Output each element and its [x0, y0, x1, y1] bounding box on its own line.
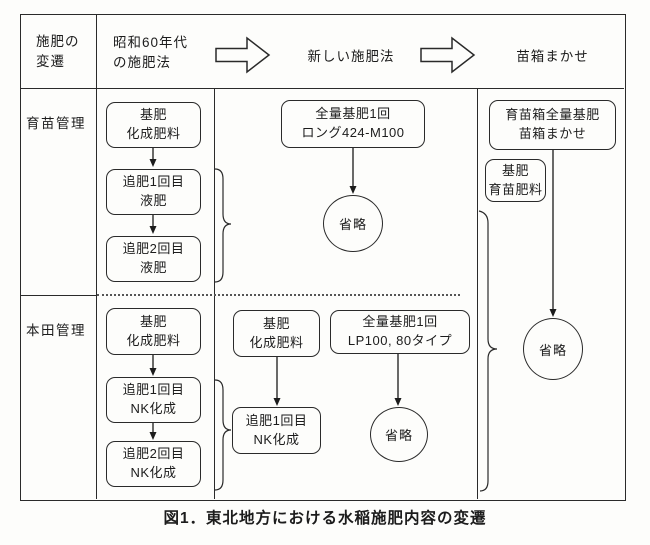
node-naebako-omitted-circle: 省略 [523, 318, 583, 380]
divider-label-column [96, 14, 97, 499]
node-line: 基肥 [139, 313, 167, 329]
divider-row-solid [20, 295, 96, 296]
node-seedling-new-all-base: 全量基肥1回 ロング424-M100 [281, 100, 425, 148]
header-stage-old-line1: 昭和60年代 [113, 35, 189, 50]
node-line: NK化成 [130, 465, 177, 480]
node-line: 追肥1回目 [122, 174, 185, 190]
figure-caption: 図1．東北地方における水稲施肥内容の変遷 [163, 510, 487, 527]
node-seedling-new-omitted-circle: 省略 [323, 195, 383, 252]
header-stage-new: 新しい施肥法 [307, 49, 395, 64]
header-stage-old-line2: の施肥法 [113, 54, 171, 70]
node-seedling-old-topdress1: 追肥1回目 液肥 [106, 169, 201, 215]
node-line: 追肥2回目 [122, 241, 185, 257]
node-naebako-base-fertilizer: 基肥 育苗肥料 [485, 159, 546, 202]
header-stage-old: 昭和60年代 の施肥法 [113, 33, 188, 72]
node-line: 全量基肥1回 [315, 106, 391, 122]
node-line: 追肥1回目 [122, 382, 185, 398]
node-paddy-old-topdress2: 追肥2回目 NK化成 [106, 441, 201, 487]
node-paddy-new-base-fertilizer: 基肥 化成肥料 [233, 310, 320, 357]
node-line: 追肥1回目 [245, 412, 308, 428]
divider-col-old-new [214, 88, 215, 499]
node-line: NK化成 [130, 401, 177, 416]
node-line: 基肥 [139, 107, 167, 123]
node-paddy-new-topdress1: 追肥1回目 NK化成 [232, 407, 321, 454]
node-line: ロング424-M100 [301, 125, 405, 140]
node-line: 追肥2回目 [122, 446, 185, 462]
node-seedling-old-topdress2: 追肥2回目 液肥 [106, 236, 201, 282]
node-line: 化成肥料 [249, 334, 304, 350]
node-line: 基肥 [501, 162, 529, 178]
node-line: 液肥 [139, 193, 167, 208]
header-stage-naebako: 苗箱まかせ [516, 49, 589, 64]
row-label-seedling-management: 育苗管理 [26, 116, 86, 131]
row-label-paddy-management: 本田管理 [26, 323, 86, 338]
header-legend-line1: 施肥の [36, 34, 80, 49]
node-line: 液肥 [139, 260, 167, 275]
node-line: 育苗箱全量基肥 [505, 107, 600, 123]
node-line: LP100, 80タイプ [347, 333, 453, 348]
node-line: NK化成 [253, 431, 300, 447]
node-line: 化成肥料 [126, 126, 181, 141]
node-line: 全量基肥1回 [362, 314, 438, 330]
node-seedling-old-base-fertilizer: 基肥 化成肥料 [106, 102, 201, 148]
node-line: 化成肥料 [126, 332, 181, 348]
node-paddy-old-topdress1: 追肥1回目 NK化成 [106, 377, 201, 423]
header-legend: 施肥の 変遷 [36, 32, 80, 71]
divider-row-dotted [97, 294, 460, 296]
header-legend-line2: 変遷 [36, 53, 65, 69]
node-line: 苗箱まかせ [518, 126, 587, 141]
divider-col-new-naebako [477, 88, 478, 499]
divider-header-row [20, 88, 624, 89]
node-line: 基肥 [262, 315, 290, 331]
node-line: 育苗肥料 [488, 181, 543, 197]
node-paddy-new-all-base: 全量基肥1回 LP100, 80タイプ [330, 310, 470, 354]
node-paddy-old-base-fertilizer: 基肥 化成肥料 [106, 308, 201, 355]
node-naebako-all-base: 育苗箱全量基肥 苗箱まかせ [489, 100, 616, 150]
diagram-frame [20, 14, 626, 501]
node-paddy-new-omitted-circle: 省略 [370, 407, 428, 462]
